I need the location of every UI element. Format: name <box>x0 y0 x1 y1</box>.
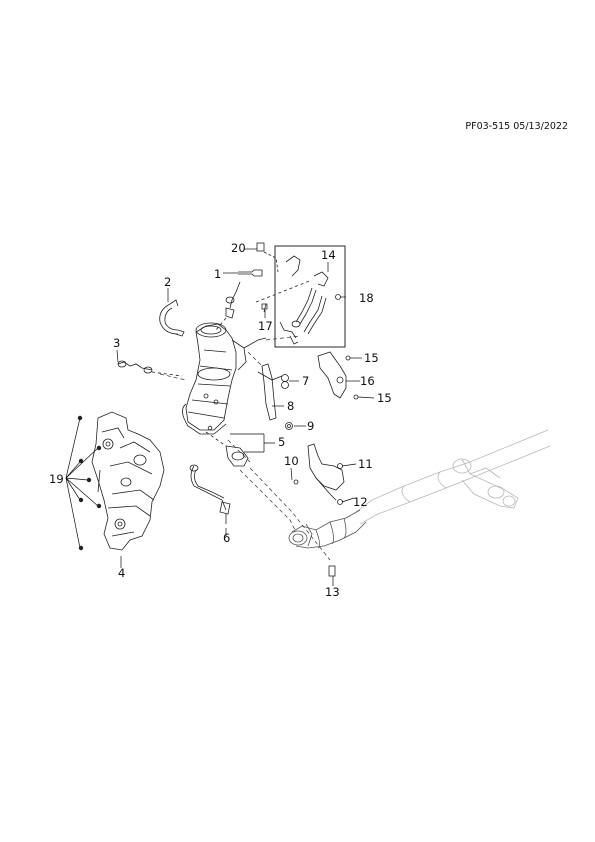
callout-10: 10 <box>284 454 299 468</box>
callout-20: 20 <box>231 241 246 255</box>
connector-20 <box>256 242 279 273</box>
callout-5: 5 <box>278 435 285 449</box>
support-bracket <box>257 363 283 421</box>
pipe-bracket-11 <box>293 443 345 505</box>
heat-shield <box>91 411 165 551</box>
hose-assembly <box>255 255 341 345</box>
figure-reference: PF03-515 05/13/2022 <box>465 121 568 132</box>
pipe-bracket-16 <box>317 351 359 400</box>
callout-2: 2 <box>164 275 171 289</box>
callout-9: 9 <box>307 419 314 433</box>
callout-15b: 15 <box>377 391 392 405</box>
callout-17: 17 <box>258 319 273 333</box>
alignment-lines <box>159 335 331 561</box>
callout-1: 1 <box>214 267 221 281</box>
front-pipe <box>288 509 367 549</box>
gasket <box>205 431 249 467</box>
callout-15a: 15 <box>364 351 379 365</box>
callout-7: 7 <box>302 374 309 388</box>
callout-14: 14 <box>321 248 336 262</box>
nuts <box>281 374 293 430</box>
callout-19: 19 <box>49 472 64 486</box>
sensor-cable-3 <box>117 360 183 377</box>
callout-18: 18 <box>359 291 374 305</box>
callout-13: 13 <box>325 585 340 599</box>
callout-8: 8 <box>287 399 294 413</box>
bolt-13 <box>328 565 336 577</box>
exhaust-pipe <box>355 429 551 525</box>
callout-labels: 1 2 3 4 5 6 7 8 9 10 11 12 13 14 15 15 1… <box>49 241 392 599</box>
oxygen-sensor-lower <box>189 464 231 524</box>
leader-lines <box>65 245 375 586</box>
oxygen-sensor-upper <box>215 269 263 331</box>
callout-11: 11 <box>358 457 373 471</box>
callout-3: 3 <box>113 336 120 350</box>
callout-12: 12 <box>353 495 368 509</box>
clamp <box>159 299 185 337</box>
callout-6: 6 <box>223 531 230 545</box>
bolts-19 <box>77 415 102 551</box>
catalytic-converter <box>182 322 267 435</box>
callout-4: 4 <box>118 566 125 580</box>
callout-16: 16 <box>360 374 375 388</box>
